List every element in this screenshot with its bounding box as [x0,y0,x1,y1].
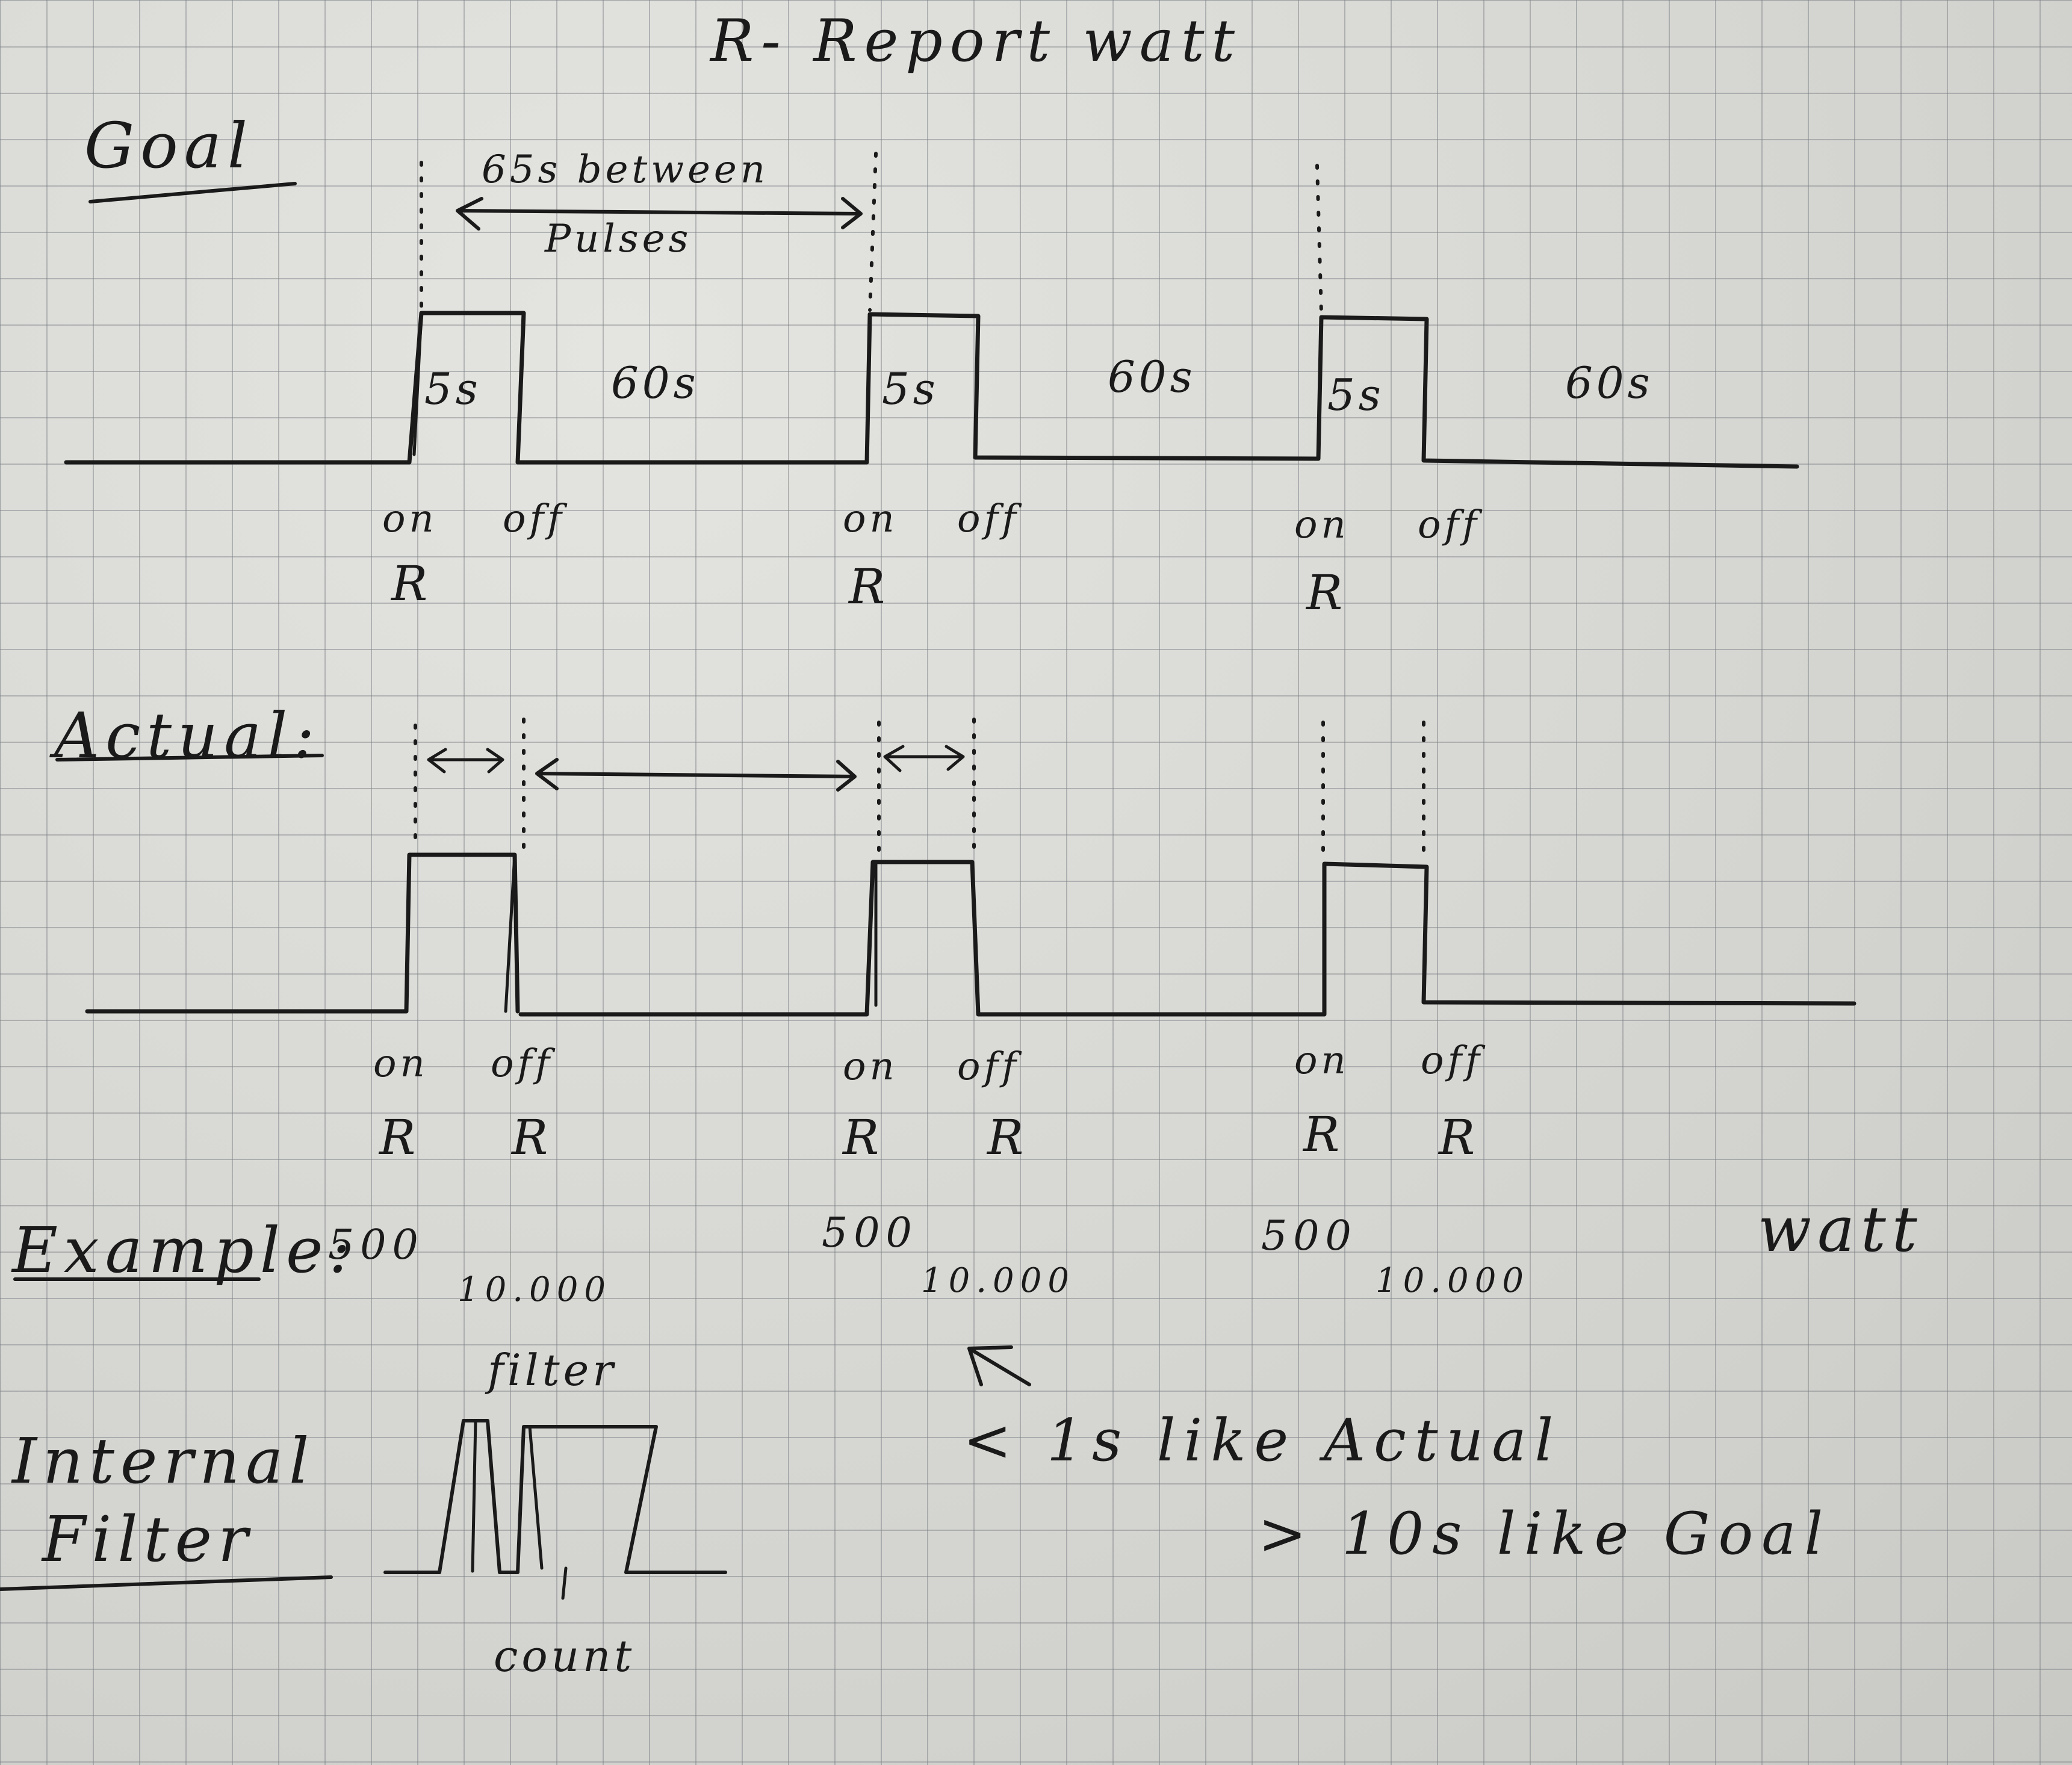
goal-waveform [64,311,1799,469]
goal-between-arrow [456,197,863,231]
page-title: R- Report watt [710,7,1242,75]
example-pulse2-on-value: 500 [822,1209,918,1257]
actual-waveform-inner-edge [504,853,878,1013]
example-pulse2-off-value: 10.000 [921,1261,1075,1300]
actual-pulse1-off-marker: R [512,1109,548,1165]
internal-filter-filter-note: filter [488,1345,617,1395]
example-pulse1-off-value: 10.000 [458,1270,612,1309]
goal-pulse3-low-duration: 60s [1565,358,1654,408]
goal-waveform-inner-edge [412,311,423,456]
example-pulse3-on-value: 500 [1261,1212,1357,1260]
actual-pulse2-off-marker: R [987,1109,1024,1165]
actual-pulse1-on-marker: R [379,1109,416,1165]
example-pulse3-off-value: 10.000 [1376,1261,1530,1300]
goal-guide-2 [868,152,878,312]
actual-pulse3-off-marker: R [1439,1109,1475,1165]
goal-pulse1-low-duration: 60s [611,358,699,408]
internal-filter-count-note: count [494,1631,636,1681]
internal-filter-label-line1: Internal [12,1424,315,1498]
actual-arrow-1 [427,748,504,774]
example-label: Example: [12,1214,356,1287]
goal-pulse2-low-duration: 60s [1108,352,1196,402]
goal-pulse1-marker: R [391,556,428,612]
goal-pulse2-off-label: off [957,497,1020,541]
actual-pulse3-on-marker: R [1303,1106,1340,1162]
note-more-than-10s: > 10s like Goal [1258,1500,1832,1568]
actual-heading: Actual: [54,699,321,772]
actual-pulse2-on-label: on [843,1044,898,1089]
note-less-than-1s: < 1s like Actual [963,1407,1562,1474]
actual-pulse1-off-label: off [491,1041,553,1086]
goal-pulse2-on-label: on [843,497,898,541]
internal-filter-inner-edges [471,1419,544,1573]
actual-arrow-3 [883,745,965,772]
internal-filter-waveform [383,1419,727,1574]
goal-pulse3-off-label: off [1418,503,1480,547]
goal-pulse2-high-duration: 5s [882,364,939,414]
goal-pulse1-on-label: on [382,497,438,541]
goal-pulse1-off-label: off [503,497,565,541]
note-pointer-arrow [967,1345,1031,1386]
goal-pulse1-high-duration: 5s [424,364,482,414]
goal-pulse2-marker: R [849,559,886,615]
goal-pulse3-high-duration: 5s [1327,370,1385,420]
actual-pulse2-on-marker: R [843,1109,879,1165]
goal-heading: Goal [84,109,253,182]
actual-waveform [85,852,1856,1017]
count-tick [561,1566,568,1600]
goal-pulse3-on-label: on [1294,503,1350,547]
actual-pulse2-off-label: off [957,1044,1020,1089]
actual-pulse3-on-label: on [1294,1038,1350,1083]
example-unit: watt [1758,1193,1923,1266]
goal-between-label-bottom: Pulses [545,217,692,261]
actual-pulse3-off-label: off [1421,1038,1483,1083]
goal-underline [88,182,297,203]
goal-pulse3-marker: R [1306,565,1343,621]
internal-filter-label-line2: Filter [42,1503,254,1576]
goal-guide-3 [1315,164,1323,315]
goal-between-label-top: 65s between [482,147,769,192]
actual-underline [55,754,324,762]
actual-arrow-2 [535,758,857,792]
actual-pulse1-on-label: on [373,1041,429,1086]
internal-filter-underline [0,1575,333,1591]
example-pulse1-on-value: 500 [328,1221,424,1269]
